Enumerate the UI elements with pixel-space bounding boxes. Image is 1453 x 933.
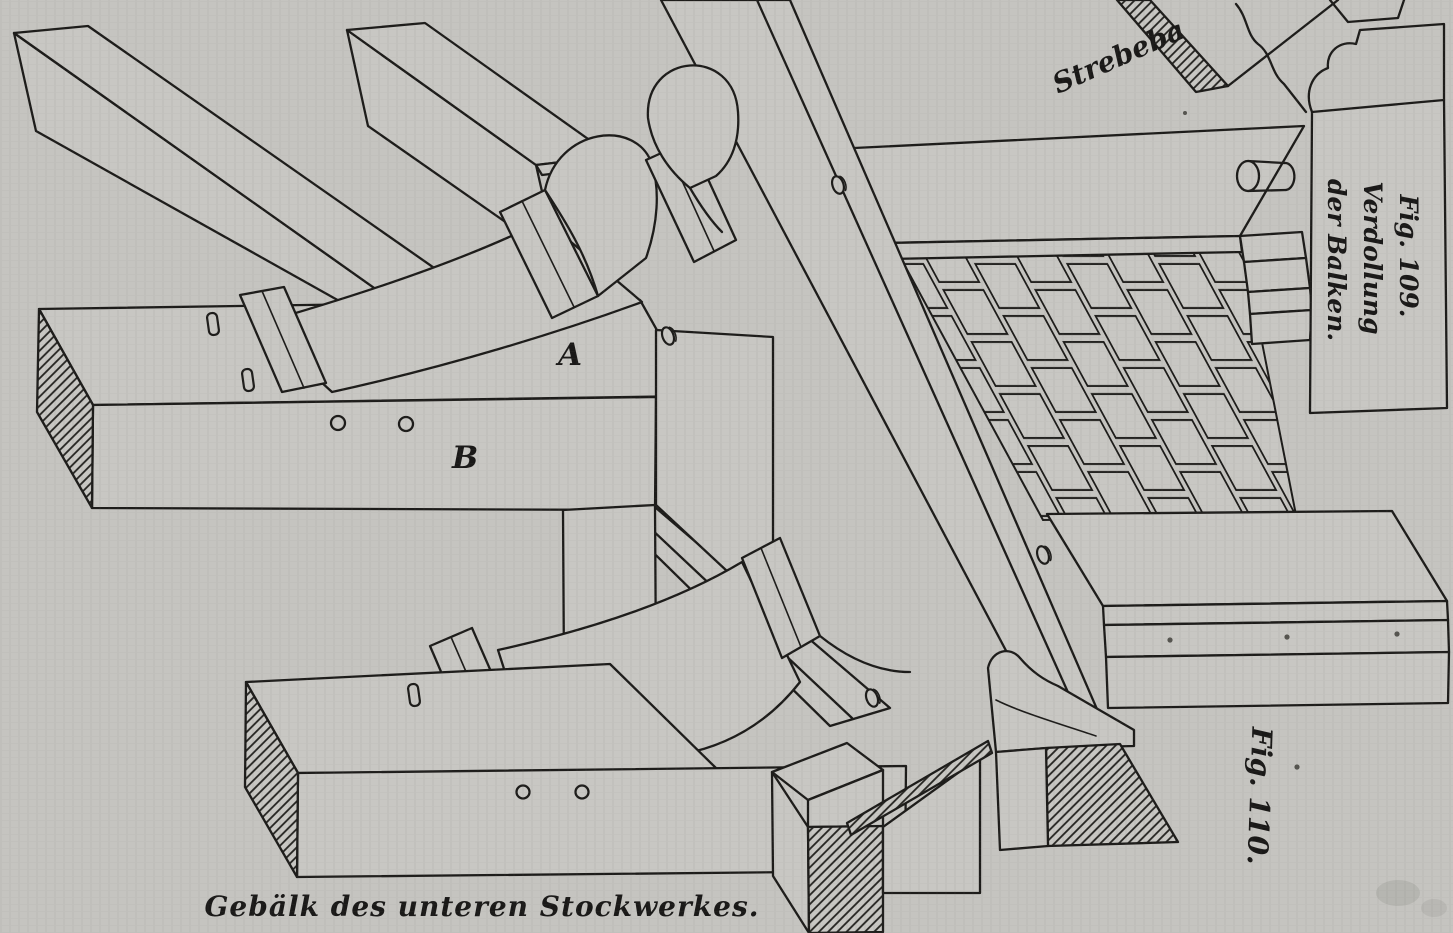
dowel-hole	[515, 784, 531, 800]
fig110-right-beam	[1045, 509, 1451, 710]
cornice-plain-face	[994, 746, 1050, 852]
dowel-stub-icon	[205, 311, 221, 337]
fig110-caption: Gebälk des unteren Stockwerkes.	[205, 890, 760, 923]
fig109-label: Fig. 109.	[1394, 193, 1423, 317]
lower-beam-hatched-end	[243, 680, 300, 879]
lower-beam-group	[243, 662, 908, 879]
part-letter-a: A	[555, 337, 582, 373]
strut-cut-end	[1115, 0, 1340, 94]
dowel-cylinder	[1235, 159, 1296, 193]
fig109-title-2: der Balken.	[1322, 179, 1351, 341]
right-beam-top-face	[1045, 509, 1449, 608]
cap-neck-line	[688, 186, 724, 234]
right-beam-front-face	[1104, 650, 1451, 710]
beam-b-front-face	[90, 395, 658, 512]
dowel-stub-icon	[406, 682, 422, 708]
cornice-roll-line	[995, 699, 1097, 737]
right-beam-molding	[1102, 618, 1451, 659]
upper-console	[238, 64, 740, 394]
dowel-stub-icon	[240, 367, 256, 393]
beam-hatched-end	[35, 307, 95, 510]
dowel-peg-icon	[1033, 543, 1055, 567]
corner-post-left-face	[770, 770, 811, 933]
cornice-roll	[986, 650, 1136, 754]
block-left-profile	[1234, 2, 1308, 114]
torus-molding	[543, 134, 658, 298]
post-cap-knob	[646, 64, 740, 190]
scan-blemishes	[1183, 111, 1447, 917]
cornice-hatched-section	[1044, 742, 1180, 848]
fig109-group	[832, 0, 1449, 522]
cut-corner-pieces	[770, 650, 1180, 933]
fig109-text-block	[1308, 98, 1449, 415]
strut-cut-outline	[1226, 0, 1340, 88]
upper-joists	[12, 21, 620, 346]
part-letter-b: B	[451, 440, 478, 476]
strut-arris	[755, 0, 1095, 750]
block-top-molding	[1307, 22, 1446, 114]
fig110-label: Fig. 110.	[1241, 726, 1279, 866]
console-tail-line	[818, 634, 912, 674]
nail-dot	[1167, 637, 1173, 643]
hatched-cut-strip	[845, 739, 994, 837]
dowel-hole	[397, 415, 415, 433]
post-and-braces	[238, 64, 912, 760]
fig109-title-1: Verdollung	[1358, 181, 1387, 334]
dowel-hole	[574, 784, 590, 800]
corner-post-hatched-front	[806, 824, 885, 933]
nail-dot	[1284, 634, 1290, 640]
corner-post-side-quad	[881, 755, 982, 895]
nail-dot	[1394, 631, 1400, 637]
dowel-hole	[329, 414, 347, 432]
top-edge-beam-sketch	[1328, 0, 1406, 24]
cornice-end-face	[1248, 308, 1314, 346]
cornice-section-piece	[986, 650, 1180, 852]
cornice-band-2	[1242, 256, 1312, 294]
fig109-beam-top-face	[832, 124, 1306, 245]
